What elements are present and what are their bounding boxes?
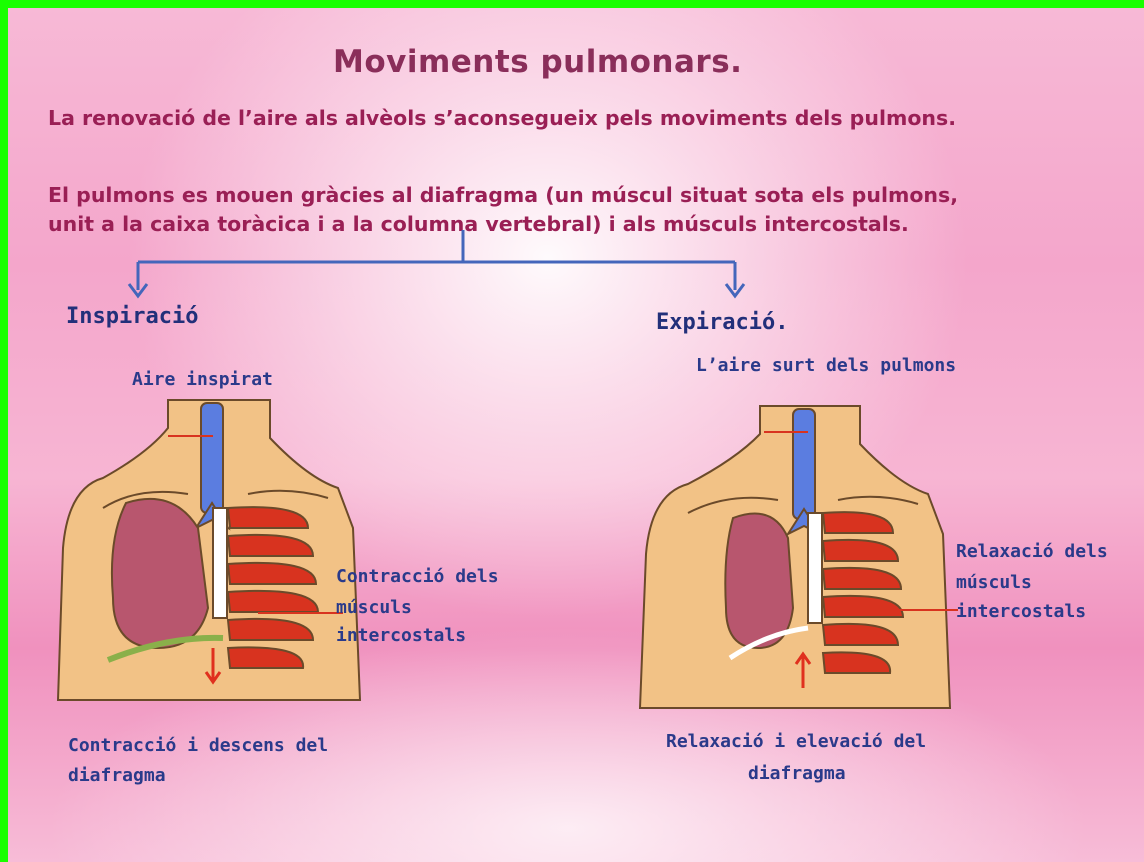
label-diaphragm-descent-2: diafragma <box>68 760 166 791</box>
torso-expiration <box>640 406 950 708</box>
label-diaphragm-elevation-1: Relaxació i elevació del <box>666 726 926 757</box>
label-muscles-contraction-2: músculs <box>336 592 412 623</box>
label-diaphragm-elevation-2: diafragma <box>748 758 846 789</box>
label-muscles-contraction-3: intercostals <box>336 620 466 651</box>
connector-arrows <box>138 230 735 290</box>
torso-inspiration <box>58 400 360 700</box>
heading-inspiration: Inspiració <box>66 304 198 329</box>
heading-expiration: Expiració. <box>656 310 788 335</box>
green-border-top <box>0 0 1144 8</box>
label-muscles-contraction-1: Contracció dels <box>336 561 499 592</box>
label-diaphragm-descent-1: Contracció i descens del <box>68 730 328 761</box>
green-border-left <box>0 0 8 862</box>
label-muscles-relaxation-3: intercostals <box>956 596 1086 627</box>
slide: Moviments pulmonars. La renovació de l’a… <box>8 8 1144 862</box>
label-inspired-air: Aire inspirat <box>132 364 273 395</box>
label-air-exits: L’aire surt dels pulmons <box>696 350 956 381</box>
label-muscles-relaxation-2: músculs <box>956 567 1032 598</box>
label-muscles-relaxation-1: Relaxació dels <box>956 536 1108 567</box>
